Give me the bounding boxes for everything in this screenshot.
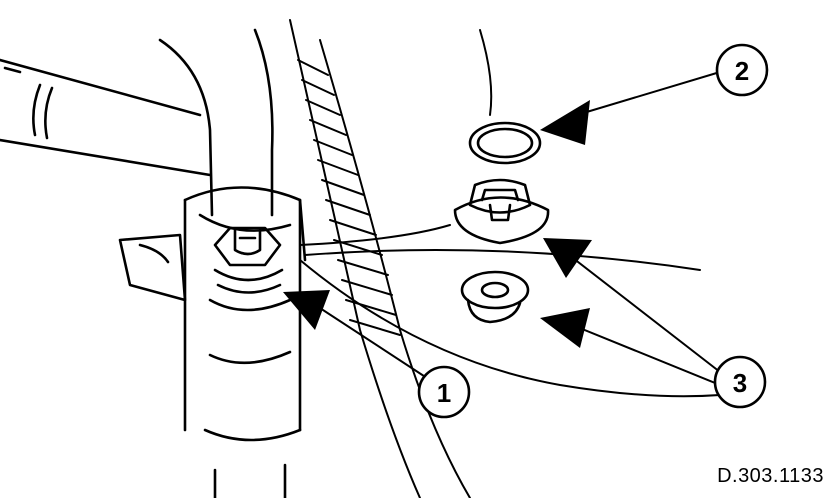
svg-text:3: 3: [733, 368, 747, 398]
nut-bolt: [213, 226, 284, 294]
arrowhead-1: [283, 290, 330, 330]
washer-ring: [468, 121, 542, 165]
hose-left: [0, 58, 212, 177]
reference-code: D.303.1133: [717, 465, 824, 487]
arrowhead-2: [540, 100, 590, 145]
cap-small: [460, 270, 530, 324]
svg-text:1: 1: [437, 378, 451, 408]
arrowhead-3b: [540, 308, 590, 348]
arrowheads: [283, 100, 592, 348]
cap-large: [453, 178, 550, 245]
callout-2: 2: [715, 43, 769, 97]
callout-3: 3: [713, 355, 767, 409]
arrowhead-3a: [543, 238, 592, 278]
callout-1: 1: [417, 365, 471, 419]
bracket-body: [118, 186, 307, 498]
pipe-vertical: [158, 28, 274, 217]
corrugated-hose: [289, 19, 471, 498]
contour-lines: [299, 29, 721, 398]
svg-text:2: 2: [735, 56, 749, 86]
